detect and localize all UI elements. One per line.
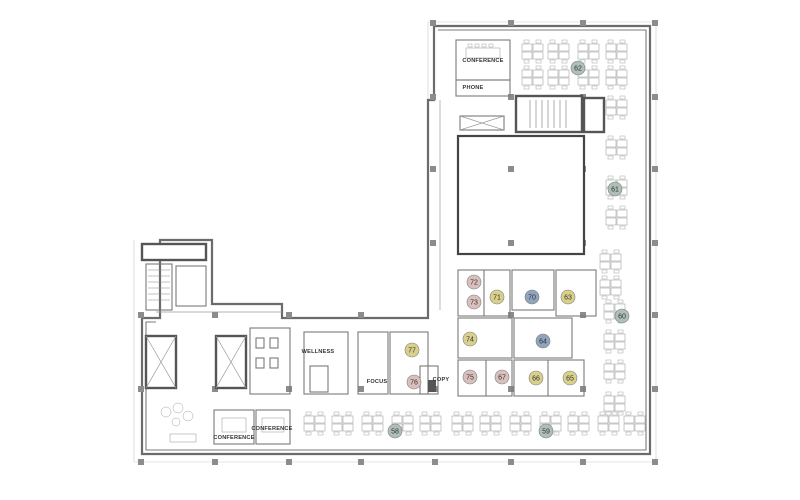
label-wellness: WELLNESS: [302, 349, 335, 355]
desk-pod: [603, 329, 626, 354]
badge-number: 73: [470, 300, 478, 307]
workstations-north: [521, 39, 628, 90]
desk-pod: [605, 135, 628, 160]
desk-pod: [303, 411, 326, 436]
workstation-badge[interactable]: 72: [466, 274, 482, 290]
badge-circle: [524, 289, 540, 305]
badge-circle: [562, 370, 578, 386]
badge-circle: [570, 60, 586, 76]
badge-circle: [538, 423, 554, 439]
desk-pod: [479, 411, 502, 436]
desk-pod: [623, 411, 646, 436]
badge-number: 65: [566, 376, 574, 383]
workstation-badge[interactable]: 62: [570, 60, 586, 76]
workstation-badges: 62 61 60 59 58 64 70 63 71 74 77 66 65 72 73 75 67 76: [387, 60, 630, 439]
label-copy: COPY: [433, 377, 450, 383]
workstation-badge[interactable]: 60: [614, 308, 630, 324]
desk-pod: [599, 249, 622, 274]
north-core: [455, 39, 606, 134]
exterior-walls: [140, 24, 652, 456]
badge-circle: [494, 369, 510, 385]
desk-pod: [567, 411, 590, 436]
workstation-badge[interactable]: 75: [462, 369, 478, 385]
badge-number: 71: [493, 295, 501, 302]
desk-pod: [605, 205, 628, 230]
desk-pod: [599, 275, 622, 300]
central-core: [456, 134, 586, 256]
badge-circle: [387, 423, 403, 439]
badge-number: 63: [564, 295, 572, 302]
badge-circle: [489, 289, 505, 305]
badge-number: 59: [542, 429, 550, 436]
workstation-badge[interactable]: 77: [404, 342, 420, 358]
workstation-badge[interactable]: 64: [535, 333, 551, 349]
desk-pod: [547, 65, 570, 90]
desk-pod: [521, 39, 544, 64]
badge-number: 64: [539, 339, 547, 346]
desk-pod: [605, 65, 628, 90]
desk-pod: [597, 411, 620, 436]
workstations-east: [599, 95, 628, 416]
workstation-badge[interactable]: 76: [406, 374, 422, 390]
workstations-south: [303, 411, 646, 436]
badge-circle: [462, 331, 478, 347]
badge-number: 75: [466, 375, 474, 382]
desk-pod: [419, 411, 442, 436]
label-conference-sw1: CONFERENCE: [213, 435, 254, 441]
room-labels: CONFERENCE PHONE WELLNESS FOCUS COPY CON…: [213, 58, 503, 441]
label-focus: FOCUS: [367, 379, 388, 385]
badge-circle: [607, 181, 623, 197]
desk-pod: [603, 391, 626, 416]
desk-pod: [451, 411, 474, 436]
badge-number: 66: [532, 376, 540, 383]
badge-number: 60: [618, 314, 626, 321]
workstation-badge[interactable]: 73: [466, 294, 482, 310]
desk-pod: [361, 411, 384, 436]
desk-pod: [605, 95, 628, 120]
badge-circle: [404, 342, 420, 358]
desk-pod: [603, 359, 626, 384]
desk-pod: [605, 39, 628, 64]
label-conference-north: CONFERENCE: [462, 58, 503, 64]
badge-number: 62: [574, 66, 582, 73]
workstation-badge[interactable]: 67: [494, 369, 510, 385]
badge-circle: [614, 308, 630, 324]
workstation-badge[interactable]: 66: [528, 370, 544, 386]
west-core: [140, 242, 349, 395]
label-conference-sw2: CONFERENCE: [251, 426, 292, 432]
workstation-badge[interactable]: 70: [524, 289, 540, 305]
workstation-badge[interactable]: 61: [607, 181, 623, 197]
private-offices: [357, 269, 597, 397]
badge-circle: [466, 294, 482, 310]
desk-pod: [521, 65, 544, 90]
workstation-badge[interactable]: 58: [387, 423, 403, 439]
badge-circle: [406, 374, 422, 390]
workstation-badge[interactable]: 65: [562, 370, 578, 386]
desk-pod: [577, 39, 600, 64]
badge-number: 70: [528, 295, 536, 302]
badge-circle: [466, 274, 482, 290]
badge-circle: [462, 369, 478, 385]
label-phone: PHONE: [463, 85, 484, 91]
badge-number: 72: [470, 280, 478, 287]
badge-number: 74: [466, 337, 474, 344]
workstation-badge[interactable]: 59: [538, 423, 554, 439]
lobby-seating: [160, 402, 291, 445]
desk-pod: [509, 411, 532, 436]
badge-circle: [535, 333, 551, 349]
badge-number: 61: [611, 187, 619, 194]
badge-number: 76: [410, 380, 418, 387]
badge-number: 67: [498, 375, 506, 382]
workstation-badge[interactable]: 63: [560, 289, 576, 305]
badge-number: 58: [391, 429, 399, 436]
workstation-badge[interactable]: 71: [489, 289, 505, 305]
badge-circle: [560, 289, 576, 305]
badge-number: 77: [408, 348, 416, 355]
desk-pod: [547, 39, 570, 64]
badge-circle: [528, 370, 544, 386]
workstation-badge[interactable]: 74: [462, 331, 478, 347]
desk-pod: [331, 411, 354, 436]
